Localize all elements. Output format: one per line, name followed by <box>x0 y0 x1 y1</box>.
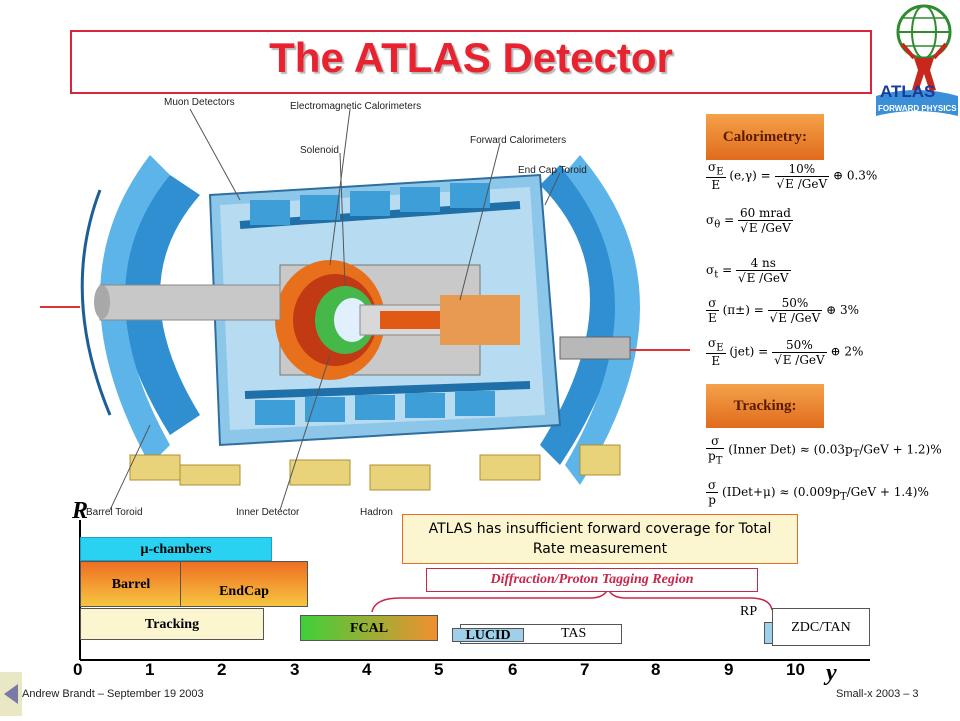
title-frame <box>70 30 872 94</box>
forward-coverage-note: ATLAS has insufficient forward coverage … <box>402 514 798 564</box>
mu-chambers-box: μ-chambers <box>80 537 272 561</box>
label-barrel-toroid: Barrel Toroid <box>86 507 143 518</box>
endcap-box: EndCap <box>180 561 308 607</box>
tick-6: 6 <box>508 660 518 679</box>
atlas-logo: ATLAS FORWARD PHYSICS <box>872 0 960 120</box>
tick-4: 4 <box>362 660 372 679</box>
y-axis-label: y <box>826 660 837 686</box>
label-inner-detector: Inner Detector <box>236 507 300 518</box>
barrel-box: Barrel <box>80 561 182 607</box>
tick-7: 7 <box>580 660 590 679</box>
label-solenoid: Solenoid <box>300 145 339 156</box>
formula-time-resolution: σt = 4 ns√E /GeV <box>706 256 791 285</box>
label-em-calorimeters: Electromagnetic Calorimeters <box>290 101 422 112</box>
tick-2: 2 <box>217 660 227 679</box>
tick-5: 5 <box>434 660 444 679</box>
tick-8: 8 <box>651 660 661 679</box>
triangle-left-icon <box>4 684 18 704</box>
tas-label: TAS <box>561 626 587 641</box>
tick-3: 3 <box>290 660 300 679</box>
logo-subtext: FORWARD PHYSICS <box>878 104 957 113</box>
label-forward-calorimeters: Forward Calorimeters <box>470 135 567 146</box>
label-end-cap-toroid: End Cap Toroid <box>518 165 587 176</box>
label-muon-detectors: Muon Detectors <box>164 97 235 108</box>
footer-author: Andrew Brandt – September 19 2003 <box>22 688 204 700</box>
tick-0: 0 <box>73 660 83 679</box>
formula-angular-resolution: σθ = 60 mrad√E /GeV <box>706 206 793 235</box>
calorimetry-heading: Calorimetry: <box>706 114 824 160</box>
zdc-tan-box: ZDC/TAN <box>772 608 870 646</box>
atlas-figure-icon <box>876 4 958 116</box>
label-hadronic: Hadron <box>360 507 393 518</box>
tick-1: 1 <box>145 660 155 679</box>
tick-10: 10 <box>786 660 805 679</box>
atlas-detector-diagram: Muon Detectors Electromagnetic Calorimet… <box>40 95 690 535</box>
rp-label: RP <box>740 604 758 619</box>
logo-text: ATLAS <box>880 82 936 101</box>
tick-9: 9 <box>724 660 734 679</box>
detector-illustration <box>40 95 690 535</box>
back-nav-button[interactable] <box>0 672 22 716</box>
footer-slide-number: Small-x 2003 – 3 <box>836 688 919 700</box>
page-title: The ATLAS Detector <box>269 34 673 81</box>
tracking-box: Tracking <box>80 608 264 640</box>
r-axis-label: R <box>72 498 89 524</box>
diffraction-region-label: Diffraction/Proton Tagging Region <box>426 568 758 592</box>
tracking-heading: Tracking: <box>706 384 824 428</box>
lucid-box: LUCID <box>452 628 524 643</box>
fcal-box: FCAL <box>300 615 438 641</box>
